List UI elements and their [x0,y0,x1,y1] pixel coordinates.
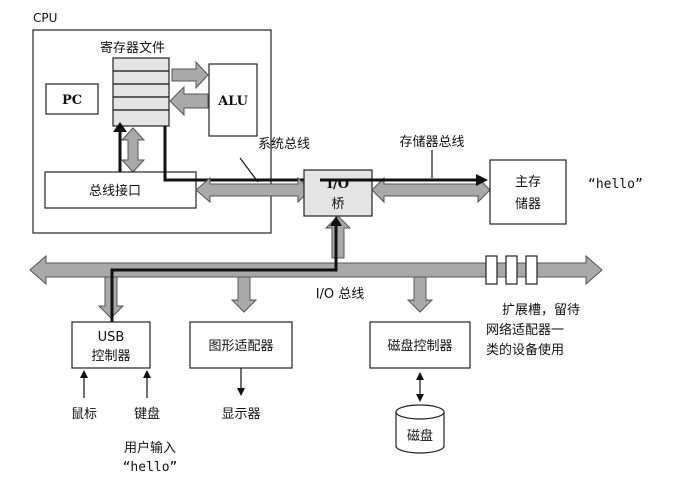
io-bridge-box [303,169,373,217]
disk-link-arrowhead-up [416,372,424,380]
cpu-label: CPU [33,11,57,25]
graphics-drop-arrow [230,276,258,313]
graphics-adapter-box [189,321,293,369]
bridge-io-bus-arrow [324,215,352,259]
register-to-alu-arrow [171,60,209,90]
memory-wire-arrowhead [476,174,488,186]
system-bus-pointer [239,157,259,183]
main-memory-label-1: 主存 [515,175,541,190]
memory-bus [371,176,491,204]
user-input-label-1: 用户输入 [124,440,176,456]
display-arrowhead [237,388,245,396]
keyboard-data-wire [110,220,338,326]
display-label: 显示器 [221,407,260,422]
disk-link-arrowhead-down [416,394,424,402]
pc-register [45,83,99,115]
main-memory-label-2: 储器 [515,197,541,212]
user-input-label-2: “hello” [123,460,178,475]
keyboard-wire-arrowhead [330,216,342,226]
graphics-adapter-label: 图形适配器 [208,339,273,354]
alu-bus-wire [163,126,320,182]
disk-controller-box [369,321,471,369]
register-file [112,57,170,127]
disk-cylinder [395,404,445,454]
disk-controller-label: 磁盘控制器 [387,338,452,354]
bus-interface-box [44,171,197,209]
register-file-label: 寄存器文件 [100,40,165,56]
keyboard-arrowhead [143,370,151,378]
expansion-label-3: 类的设备使用 [486,342,564,358]
usb-label-2: 控制器 [91,349,130,364]
memory-bus-label: 存储器总线 [399,135,464,150]
keyboard-label: 键盘 [134,406,160,422]
expansion-label-1: 扩展槽，留待 [502,303,580,318]
disk-label: 磁盘 [407,428,433,444]
bus-interface-label: 总线接口 [89,183,141,199]
alu-box [208,63,258,137]
usb-controller-box [71,321,151,369]
system-bus-label: 系统总线 [258,137,310,152]
register-wire-arrowhead [113,122,127,132]
expansion-slots [485,255,538,285]
expansion-label-2: 网络适配器一 [486,322,564,338]
main-memory-box [489,159,567,225]
mouse-arrowhead [80,370,88,378]
pc-label: PC [62,93,82,108]
hello-in-memory: “hello” [588,177,643,192]
usb-label-1: USB [98,330,125,345]
alu-to-register-arrow [169,85,209,117]
io-bridge-label-2: 桥 [331,197,344,212]
alu-label: ALU [217,94,249,109]
mouse-label: 鼠标 [71,407,97,422]
io-bus-label: I/O 总线 [316,287,365,302]
disk-controller-drop-arrow [406,276,434,313]
